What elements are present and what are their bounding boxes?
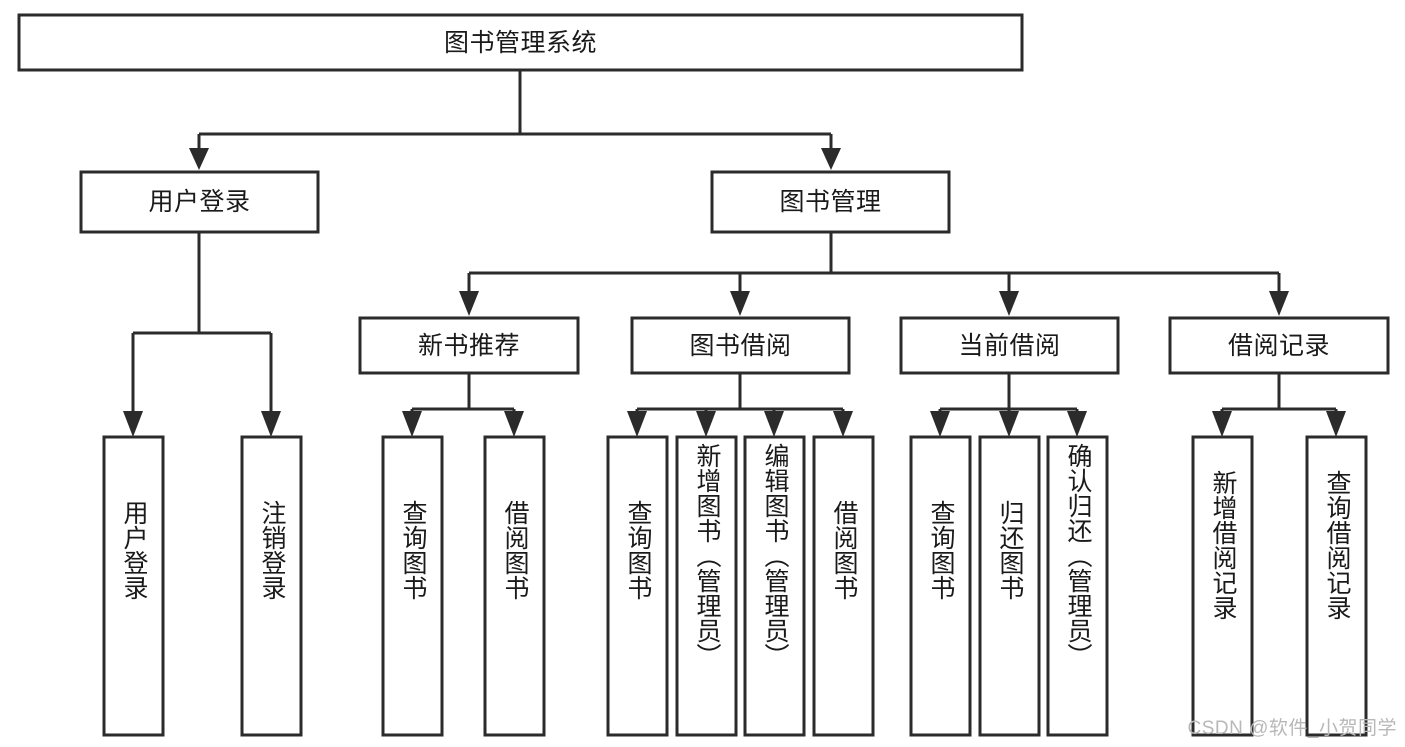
arrowhead-leaf-logout bbox=[261, 411, 281, 437]
node-leaf-query-book-1-box[interactable] bbox=[381, 435, 444, 737]
arrowhead-current-borrow bbox=[999, 291, 1019, 316]
arrowhead-leaf-query-book-2 bbox=[627, 411, 647, 437]
node-leaf-confirm-return-box[interactable] bbox=[1046, 435, 1109, 737]
node-leaf-query-book-3-box[interactable] bbox=[909, 435, 972, 737]
node-leaf-query-book-2-box[interactable] bbox=[606, 435, 669, 737]
arrowhead-leaf-add-book bbox=[696, 411, 716, 437]
node-leaf-query-record-box[interactable] bbox=[1305, 435, 1368, 737]
arrowhead-book-borrow bbox=[730, 291, 750, 316]
node-leaf-add-record-box[interactable] bbox=[1191, 435, 1254, 737]
node-current-borrow-box[interactable] bbox=[899, 316, 1120, 375]
node-leaf-user-login-box[interactable] bbox=[102, 435, 165, 737]
arrowhead-user-login bbox=[189, 148, 209, 170]
node-book-manage-box[interactable] bbox=[710, 170, 951, 234]
node-leaf-edit-book-box[interactable] bbox=[743, 435, 806, 737]
arrowhead-leaf-add-record bbox=[1212, 411, 1232, 437]
arrowhead-leaf-borrow-book-1 bbox=[504, 411, 524, 437]
arrowhead-leaf-return-book bbox=[999, 411, 1019, 437]
node-book-borrow-box[interactable] bbox=[630, 316, 851, 375]
node-leaf-borrow-book-2-box[interactable] bbox=[812, 435, 875, 737]
arrowhead-leaf-query-book-1 bbox=[402, 411, 422, 437]
arrowhead-new-book-rec bbox=[459, 291, 479, 316]
node-root-box[interactable] bbox=[17, 13, 1024, 72]
arrowhead-leaf-query-book-3 bbox=[930, 411, 950, 437]
node-leaf-return-book-box[interactable] bbox=[978, 435, 1041, 737]
node-user-login-box[interactable] bbox=[79, 170, 320, 234]
node-leaf-add-book-box[interactable] bbox=[675, 435, 738, 737]
arrowhead-borrow-record bbox=[1269, 291, 1289, 316]
node-new-book-rec-box[interactable] bbox=[358, 316, 580, 375]
node-leaf-borrow-book-1-box[interactable] bbox=[483, 435, 546, 737]
node-leaf-logout-box[interactable] bbox=[240, 435, 303, 737]
arrowhead-leaf-confirm-return bbox=[1067, 411, 1087, 437]
arrowhead-leaf-borrow-book-2 bbox=[833, 411, 853, 437]
arrowhead-leaf-edit-book bbox=[764, 411, 784, 437]
arrowhead-book-manage bbox=[821, 148, 841, 170]
node-borrow-record-box[interactable] bbox=[1168, 316, 1390, 375]
arrowhead-leaf-query-record bbox=[1326, 411, 1346, 437]
arrowhead-leaf-user-login bbox=[123, 411, 143, 437]
